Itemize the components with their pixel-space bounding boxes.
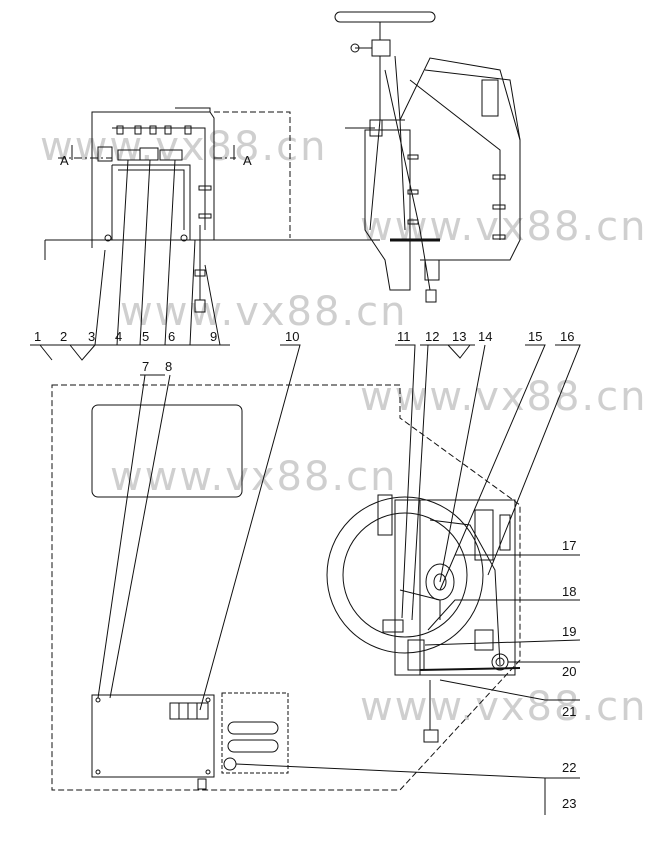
callout-1: 1 <box>34 329 41 344</box>
top-right-view <box>334 11 521 303</box>
watermark-2: www.vx88.cn <box>360 204 646 250</box>
top-leaders <box>30 159 230 361</box>
bottom-main-view <box>51 384 521 791</box>
top-left-view <box>44 107 380 313</box>
callout-13: 13 <box>452 329 466 344</box>
callout-17: 17 <box>562 538 576 553</box>
callout-3: 3 <box>88 329 95 344</box>
callout-9: 9 <box>210 329 217 344</box>
watermark-3: www.vx88.cn <box>120 289 408 335</box>
callout-6: 6 <box>168 329 175 344</box>
callout-5: 5 <box>142 329 149 344</box>
callout-16: 16 <box>560 329 574 344</box>
callout-15: 15 <box>528 329 542 344</box>
callout-23: 23 <box>562 796 576 811</box>
callout-2: 2 <box>60 329 67 344</box>
callout-8: 8 <box>165 359 172 374</box>
callout-20: 20 <box>562 664 576 679</box>
watermark-6: www.vx88.cn <box>360 684 646 730</box>
callout-22: 22 <box>562 760 576 775</box>
watermark-1: www.vx88.cn <box>40 124 328 170</box>
callout-11: 11 <box>397 329 411 344</box>
callout-12: 12 <box>425 329 439 344</box>
callout-labels: 1 2 3 4 5 6 9 10 11 12 13 14 15 16 7 8 1… <box>34 329 576 811</box>
bottom-leaders <box>97 344 581 815</box>
callout-14: 14 <box>478 329 492 344</box>
watermark-4: www.vx88.cn <box>360 374 646 420</box>
callout-7: 7 <box>142 359 149 374</box>
section-mark-left: A <box>60 153 69 168</box>
callout-4: 4 <box>115 329 122 344</box>
callout-18: 18 <box>562 584 576 599</box>
callout-19: 19 <box>562 624 576 639</box>
callout-10: 10 <box>285 329 299 344</box>
watermark-layer: www.vx88.cn www.vx88.cn www.vx88.cn www.… <box>40 124 646 730</box>
watermark-5: www.vx88.cn <box>110 454 398 500</box>
callout-21: 21 <box>562 704 576 719</box>
section-mark-right: A <box>243 153 252 168</box>
